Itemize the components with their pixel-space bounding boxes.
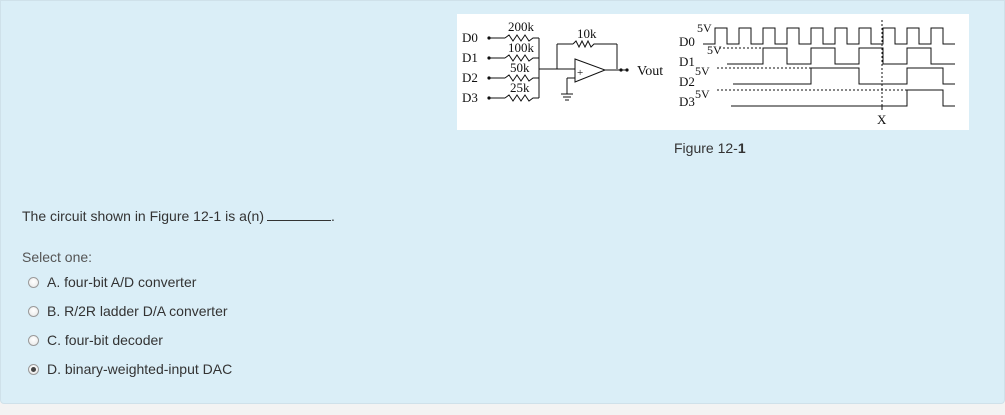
- figure-caption: Figure 12-1: [674, 140, 746, 156]
- wave-level-d1: 5V: [707, 43, 722, 57]
- option-d-label: D. binary-weighted-input DAC: [47, 361, 233, 377]
- radio-option-c[interactable]: [28, 334, 39, 346]
- wave-label-d2: D2: [679, 74, 695, 89]
- caption-prefix: Figure 12-: [674, 140, 738, 156]
- wave-label-d3: D3: [679, 94, 695, 109]
- digital-waveforms: [703, 27, 955, 107]
- option-b[interactable]: B. R/2R ladder D/A converter: [28, 303, 228, 319]
- radio-option-a[interactable]: [28, 276, 39, 288]
- input-label-d0: D0: [462, 30, 478, 45]
- option-d[interactable]: D. binary-weighted-input DAC: [28, 361, 232, 377]
- wave-level-d0: 5V: [697, 21, 712, 35]
- level-guides: [717, 20, 907, 110]
- question-card: D0 D1 D2 D3: [0, 0, 1005, 404]
- option-a[interactable]: A. four-bit A/D converter: [28, 274, 196, 290]
- question-stem: The circuit shown in Figure 12-1 is a(n): [22, 208, 264, 224]
- radio-option-d[interactable]: [28, 363, 39, 375]
- input-wires: [489, 34, 627, 102]
- resistor-label-200k: 200k: [508, 19, 535, 34]
- input-label-d3: D3: [462, 90, 478, 105]
- wave-level-d2: 5V: [695, 64, 710, 78]
- wave-label-d0: D0: [679, 34, 695, 49]
- input-label-d1: D1: [462, 50, 478, 65]
- resistor-label-100k: 100k: [508, 40, 535, 55]
- question-period: .: [331, 208, 335, 224]
- output-label: Vout: [637, 64, 663, 79]
- select-one-label: Select one:: [22, 249, 93, 265]
- resistor-label-25k: 25k: [510, 80, 530, 95]
- input-label-d2: D2: [462, 70, 478, 85]
- marker-label: X: [877, 112, 887, 127]
- dac-circuit-diagram: D0 D1 D2 D3: [462, 19, 955, 127]
- caption-number: 1: [737, 140, 746, 156]
- option-c-label: C. four-bit decoder: [47, 332, 163, 348]
- input-dots: [487, 36, 629, 100]
- option-c[interactable]: C. four-bit decoder: [28, 332, 163, 348]
- option-b-label: B. R/2R ladder D/A converter: [47, 303, 228, 319]
- radio-option-b[interactable]: [28, 305, 39, 317]
- wave-label-d1: D1: [679, 54, 695, 69]
- feedback-resistor-label: 10k: [577, 26, 597, 41]
- opamp-plus-label: +: [577, 67, 583, 79]
- wave-level-d3: 5V: [695, 87, 710, 101]
- resistor-label-50k: 50k: [510, 60, 530, 75]
- question-text: The circuit shown in Figure 12-1 is a(n)…: [22, 208, 335, 224]
- option-a-label: A. four-bit A/D converter: [47, 274, 197, 290]
- figure-12-1: D0 D1 D2 D3: [457, 14, 969, 130]
- answer-blank: [267, 209, 331, 221]
